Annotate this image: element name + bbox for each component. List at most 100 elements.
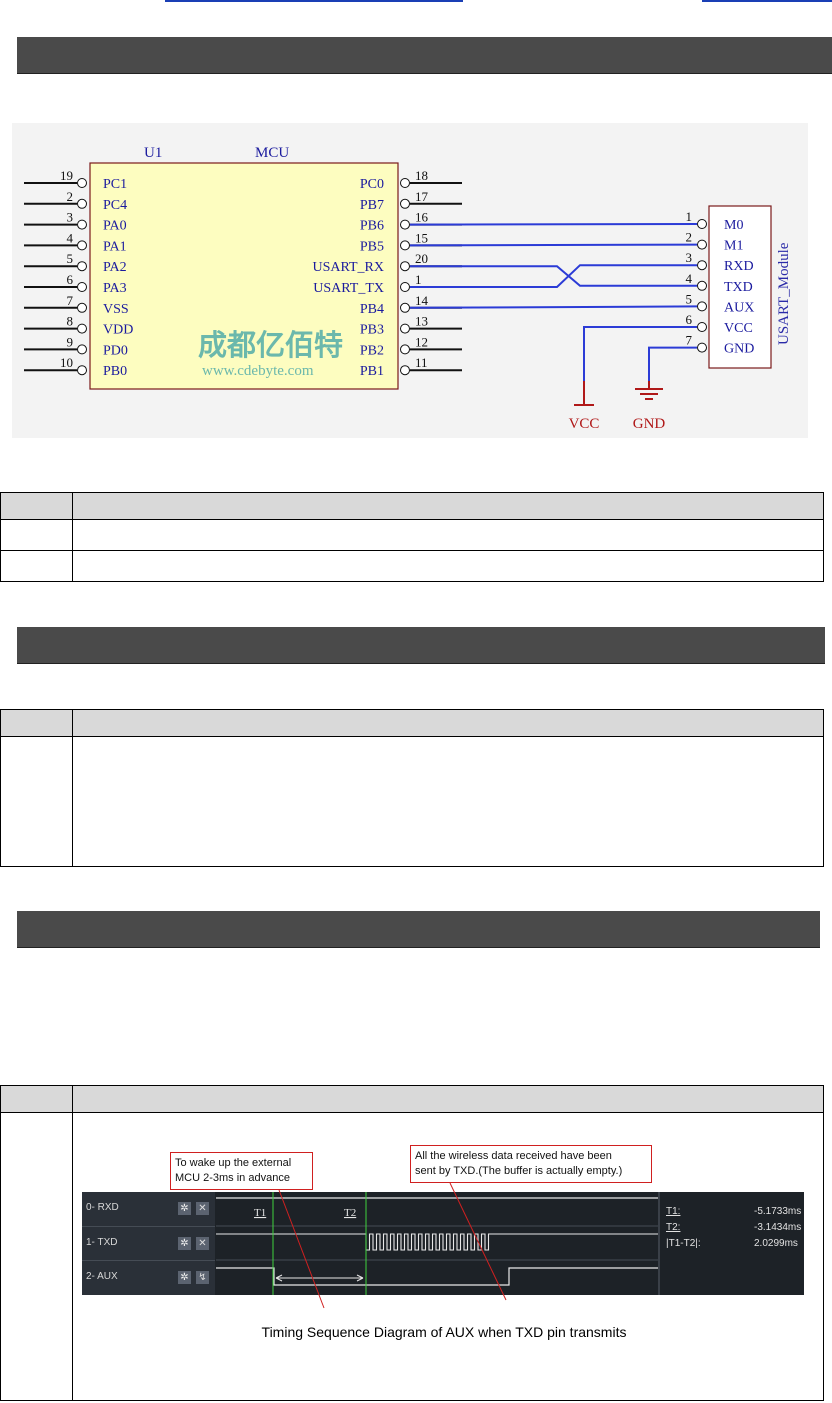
mcu-left-pin-dot bbox=[77, 323, 87, 334]
channel-close-icon[interactable]: ✕ bbox=[196, 1202, 209, 1215]
mcu-left-pin-number: 3 bbox=[67, 210, 74, 225]
module-pin-name: GND bbox=[724, 342, 754, 357]
section-bar-2 bbox=[17, 627, 825, 664]
mcu-left-pin-name: PA1 bbox=[103, 239, 127, 254]
readout-t1-label: T1: bbox=[666, 1206, 681, 1217]
module-pin-dot bbox=[697, 219, 707, 229]
channel-label-rxd: 0- RXD bbox=[86, 1202, 119, 1213]
channel-row-txd: 1- TXD ✲ ✕ bbox=[82, 1227, 215, 1261]
mcu-right-pin-number: 12 bbox=[415, 334, 428, 349]
callout-buffer-line2: sent by TXD.(The buffer is actually empt… bbox=[415, 1165, 623, 1177]
gnd-label: GND bbox=[633, 416, 666, 432]
chip-ref-label: U1 bbox=[144, 145, 162, 161]
table-cell bbox=[72, 492, 824, 520]
mcu-right-pin-number: 13 bbox=[415, 314, 428, 329]
interval-arrow-head-right bbox=[356, 1274, 364, 1282]
mcu-left-pin-name: PA3 bbox=[103, 281, 127, 296]
mcu-left-pin-name: PC4 bbox=[103, 198, 127, 213]
channel-row-aux: 2- AUX ✲ ↯ bbox=[82, 1261, 215, 1295]
channel-label-aux: 2- AUX bbox=[86, 1271, 118, 1282]
mcu-left-pin-name: PC1 bbox=[103, 177, 127, 192]
channel-close-icon[interactable]: ✕ bbox=[196, 1237, 209, 1250]
mcu-left-pin-name: PB0 bbox=[103, 364, 127, 379]
mcu-right-pin-number: 11 bbox=[415, 355, 428, 370]
mcu-left-pin-number: 9 bbox=[67, 334, 74, 349]
readout-t2-value: -3.1434ms bbox=[754, 1222, 802, 1233]
mcu-right-pin-name: PB1 bbox=[360, 364, 384, 379]
channel-label-column bbox=[82, 1192, 215, 1295]
module-pin-dot bbox=[697, 239, 707, 250]
callout-wake-up: To wake up the external MCU 2-3ms in adv… bbox=[170, 1152, 313, 1190]
channel-settings-icon[interactable]: ✲ bbox=[178, 1237, 191, 1250]
wire-tx-rxd bbox=[410, 264, 697, 288]
header-link-left[interactable] bbox=[165, 0, 463, 2]
callout-buffer-line1: All the wireless data received have been bbox=[415, 1150, 612, 1162]
channel-trigger-icon[interactable]: ↯ bbox=[196, 1271, 209, 1284]
section-bar-3 bbox=[17, 911, 820, 948]
table-cell bbox=[0, 1112, 73, 1401]
mcu-left-pin-dot bbox=[77, 198, 87, 209]
mcu-left-pin-dot bbox=[77, 178, 87, 188]
mcu-right-pin-number: 15 bbox=[415, 230, 428, 245]
table-3-header-row bbox=[0, 1085, 824, 1113]
module-pin-dot bbox=[697, 322, 707, 332]
channel-label-txd: 1- TXD bbox=[86, 1237, 118, 1248]
module-pin-name: TXD bbox=[724, 280, 753, 295]
module-pin-dot bbox=[697, 342, 707, 353]
channel-settings-icon[interactable]: ✲ bbox=[178, 1271, 191, 1284]
table-cell bbox=[0, 736, 73, 867]
mcu-left-pin-dot bbox=[77, 344, 87, 355]
module-pin-number: 4 bbox=[686, 271, 693, 286]
wire-pb5-m1 bbox=[409, 243, 698, 247]
figure-caption: Timing Sequence Diagram of AUX when TXD … bbox=[261, 1324, 627, 1340]
table-row bbox=[0, 550, 824, 582]
mcu-right-pin-dot bbox=[400, 344, 410, 355]
mcu-right-pin-dot bbox=[400, 178, 410, 188]
callout-wake-up-line2: MCU 2-3ms in advance bbox=[175, 1172, 290, 1184]
table-cell bbox=[0, 492, 73, 520]
mcu-left-pin-dot bbox=[77, 240, 87, 251]
mcu-left-pin-number: 19 bbox=[60, 168, 73, 183]
table-1 bbox=[0, 492, 824, 582]
mcu-right-pin-name: USART_TX bbox=[313, 281, 384, 296]
mcu-left-pin-number: 4 bbox=[67, 230, 74, 245]
mcu-right-pin-dot bbox=[400, 261, 410, 272]
mcu-right-pin-name: USART_RX bbox=[312, 260, 384, 275]
mcu-right-pin-name: PB6 bbox=[360, 219, 384, 234]
mcu-left-pin-name: PA2 bbox=[103, 260, 127, 275]
mcu-left-pin-number: 10 bbox=[60, 355, 73, 370]
mcu-right-pin-dot bbox=[400, 282, 410, 292]
callout-wake-up-line1: To wake up the external bbox=[175, 1157, 292, 1169]
table-cell bbox=[72, 709, 824, 737]
table-cell bbox=[0, 709, 73, 737]
cursor-t1-label: T1 bbox=[254, 1207, 266, 1219]
module-pin-name: AUX bbox=[724, 300, 754, 315]
mcu-right-pin-number: 1 bbox=[415, 272, 422, 287]
mcu-left-pin-number: 7 bbox=[67, 293, 74, 308]
callout-buffer-empty: All the wireless data received have been… bbox=[410, 1145, 652, 1183]
mcu-left-pin-number: 2 bbox=[67, 189, 74, 204]
module-pin-dot bbox=[697, 260, 707, 271]
table-cell bbox=[72, 1085, 824, 1113]
table-2-header-row bbox=[0, 709, 824, 737]
table-row bbox=[0, 736, 824, 867]
readout-t1: T1: -5.1733ms bbox=[666, 1206, 804, 1217]
channel-settings-icon[interactable]: ✲ bbox=[178, 1202, 191, 1215]
module-pin-dot bbox=[697, 280, 707, 291]
mcu-right-pin-dot bbox=[400, 323, 410, 334]
table-row bbox=[0, 519, 824, 551]
mcu-left-pin-name: VDD bbox=[103, 323, 133, 338]
module-pin-number: 1 bbox=[686, 209, 693, 224]
usart-module-name: USART_Module bbox=[776, 242, 792, 345]
mcu-left-pin-dot bbox=[77, 302, 87, 313]
module-pin-number: 2 bbox=[686, 230, 693, 245]
mcu-left-pin-name: PA0 bbox=[103, 219, 127, 234]
header-link-right[interactable] bbox=[702, 0, 832, 2]
timing-diagram-figure: To wake up the external MCU 2-3ms in adv… bbox=[74, 1140, 814, 1390]
mcu-right-pin-number: 18 bbox=[415, 168, 428, 183]
readout-t2: T2: -3.1434ms bbox=[666, 1222, 804, 1233]
watermark-cn: 成都亿佰特 bbox=[198, 329, 343, 362]
